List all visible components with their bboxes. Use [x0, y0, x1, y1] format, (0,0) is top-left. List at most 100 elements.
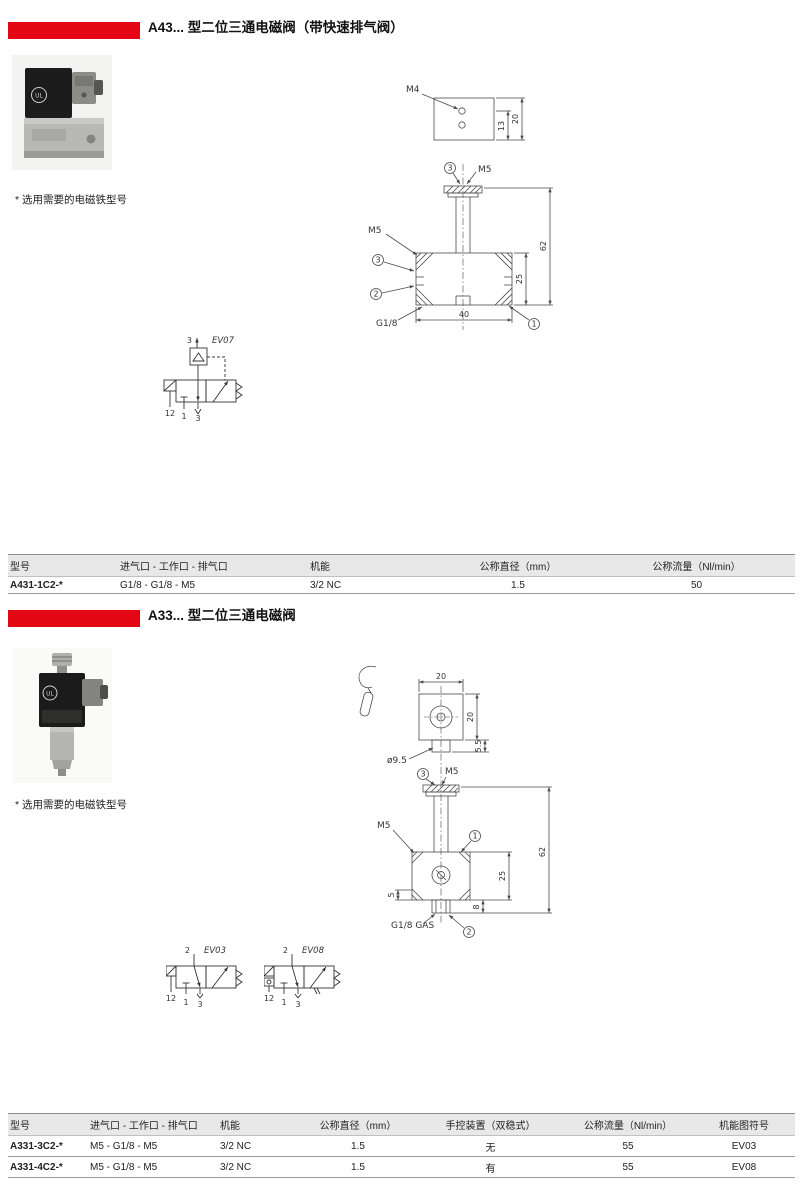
ev03-code: EV03 — [204, 946, 226, 956]
port3-callout-side: 3 — [375, 256, 380, 265]
port2-callout: 2 — [373, 290, 378, 299]
ev08-port3-label: 3 — [295, 1000, 300, 1009]
col-function: 机能 — [308, 554, 438, 577]
cell-diameter: 1.5 — [298, 1156, 418, 1178]
flange-dia-label: ø9.5 — [387, 756, 407, 766]
ev08-port1-label: 1 — [281, 998, 286, 1007]
col-diameter: 公称直径（mm） — [298, 1113, 418, 1136]
ul-mark: UL — [46, 691, 54, 698]
cell-diameter: 1.5 — [298, 1135, 418, 1157]
valve-coil: UL — [25, 68, 72, 118]
cell-flow: 55 — [563, 1135, 693, 1157]
pneumatic-symbol-ev03: 2 EV03 12 1 3 — [166, 946, 243, 1009]
pneumatic-symbol-ev07: 3 EV07 12 1 3 — [163, 336, 243, 422]
col-model: 型号 — [8, 554, 118, 577]
product-photo-a431: UL — [12, 55, 112, 170]
a33-spec-table: 型号 进气口 - 工作口 - 排气口 机能 公称直径（mm） 手控装置（双稳式）… — [8, 1113, 795, 1178]
cell-function: 3/2 NC — [308, 576, 438, 594]
ev03-pilot-label: 12 — [166, 994, 176, 1003]
dim-40: 40 — [459, 310, 469, 319]
a43-spec-table: 型号 进气口 - 工作口 - 排气口 机能 公称直径（mm） 公称流量（Nl/m… — [8, 554, 795, 594]
col-function: 机能 — [218, 1113, 298, 1136]
port1-callout: 1 — [531, 320, 536, 329]
table-row: A331-4C2-* M5 - G1/8 - M5 3/2 NC 1.5 有 5… — [8, 1156, 795, 1178]
ev08-symbol-lines — [264, 954, 341, 999]
bottom-thread-label: G1/8 — [376, 319, 398, 329]
a43-dimension-drawing: M4 13 20 — [368, 85, 553, 330]
ev07-exhaust-label: 3 — [187, 336, 192, 345]
valve-connector — [82, 679, 108, 706]
table-row: A331-3C2-* M5 - G1/8 - M5 3/2 NC 1.5 无 5… — [8, 1135, 795, 1157]
bottom-thread-label: G1/8 GAS — [391, 921, 434, 931]
side-thread-label: M5 — [377, 821, 391, 831]
top-thread-label: M5 — [445, 767, 459, 777]
section-color-tab — [8, 610, 140, 627]
cell-manual: 有 — [418, 1156, 563, 1178]
cell-flow: 55 — [563, 1156, 693, 1178]
manual-override-cap — [52, 653, 72, 673]
ev03-port3-label: 3 — [197, 1000, 202, 1009]
cell-diameter: 1.5 — [438, 576, 598, 594]
col-ports: 进气口 - 工作口 - 排气口 — [88, 1113, 218, 1136]
a33-dimension-drawing: 20 20 5.5 ø9.5 3 M5 M5 1 5 25 8 62 G1/8 … — [358, 665, 552, 938]
valve-body — [24, 118, 104, 158]
bracket-thread-label: M4 — [406, 85, 420, 95]
a43-table-header-row: 型号 进气口 - 工作口 - 排气口 机能 公称直径（mm） 公称流量（Nl/m… — [8, 554, 795, 577]
cell-manual: 无 — [418, 1135, 563, 1157]
col-flow: 公称流量（Nl/min） — [563, 1113, 693, 1136]
ev03-port1-label: 1 — [183, 998, 188, 1007]
dim-62: 62 — [539, 241, 548, 251]
product-photo-a331: UL — [12, 648, 112, 783]
bracket-view — [421, 93, 525, 141]
cell-flow: 50 — [598, 576, 795, 594]
section-title-a43: A43... 型二位三通电磁阀（带快速排气阀） — [148, 20, 404, 35]
dim-8: 8 — [472, 904, 481, 909]
pneumatic-symbol-ev08: 2 EV08 12 1 3 — [264, 946, 341, 1009]
col-flow: 公称流量（Nl/min） — [598, 554, 795, 577]
col-diameter: 公称直径（mm） — [438, 554, 598, 577]
cell-ports: M5 - G1/8 - M5 — [88, 1135, 218, 1157]
cell-ports: M5 - G1/8 - M5 — [88, 1156, 218, 1178]
top-thread-label: M5 — [478, 165, 492, 175]
ev07-port3-label: 3 — [195, 414, 200, 422]
col-model: 型号 — [8, 1113, 88, 1136]
section-title-a33: A33... 型二位三通电磁阀 — [148, 608, 296, 623]
ev07-port1-label: 1 — [181, 412, 186, 421]
port1-callout: 1 — [472, 832, 477, 841]
col-ports: 进气口 - 工作口 - 排气口 — [118, 554, 308, 577]
cell-model: A431-1C2-* — [8, 576, 118, 594]
ev08-pilot-label: 12 — [264, 994, 274, 1003]
dim-13: 13 — [497, 121, 506, 131]
dim-20: 20 — [511, 114, 520, 124]
ev08-code: EV08 — [302, 946, 325, 956]
table-row: A431-1C2-* G1/8 - G1/8 - M5 3/2 NC 1.5 5… — [8, 576, 795, 594]
a33-views — [392, 679, 552, 938]
port3-callout-top: 3 — [447, 164, 452, 173]
ev07-code: EV07 — [212, 336, 235, 346]
a33-table-header-row: 型号 进气口 - 工作口 - 排气口 机能 公称直径（mm） 手控装置（双稳式）… — [8, 1113, 795, 1136]
a43-section-view — [370, 162, 553, 330]
section-color-tab — [8, 22, 140, 39]
ev03-port2-label: 2 — [185, 946, 190, 955]
dim-5: 5 — [387, 892, 396, 897]
valve-connector — [72, 72, 103, 104]
solenoid-note-a43: * 选用需要的电磁铁型号 — [15, 194, 128, 206]
mounting-clip-icon — [358, 665, 377, 717]
col-manual: 手控装置（双稳式） — [418, 1113, 563, 1136]
side-thread-label: M5 — [368, 226, 382, 236]
dim-top-width: 20 — [436, 672, 446, 681]
ev08-port2-label: 2 — [283, 946, 288, 955]
valve-body — [50, 727, 74, 776]
port3-callout: 3 — [420, 770, 425, 779]
dim-top-height: 20 — [466, 712, 475, 722]
cell-function: 3/2 NC — [218, 1135, 298, 1157]
ev03-symbol-lines — [166, 954, 243, 999]
cell-model: A331-4C2-* — [8, 1156, 88, 1178]
dim-62: 62 — [538, 847, 547, 857]
cell-ports: G1/8 - G1/8 - M5 — [118, 576, 308, 594]
valve-coil: UL — [39, 673, 85, 727]
cell-model: A331-3C2-* — [8, 1135, 88, 1157]
solenoid-note-a33: * 选用需要的电磁铁型号 — [15, 799, 128, 811]
ul-mark: UL — [35, 93, 43, 100]
